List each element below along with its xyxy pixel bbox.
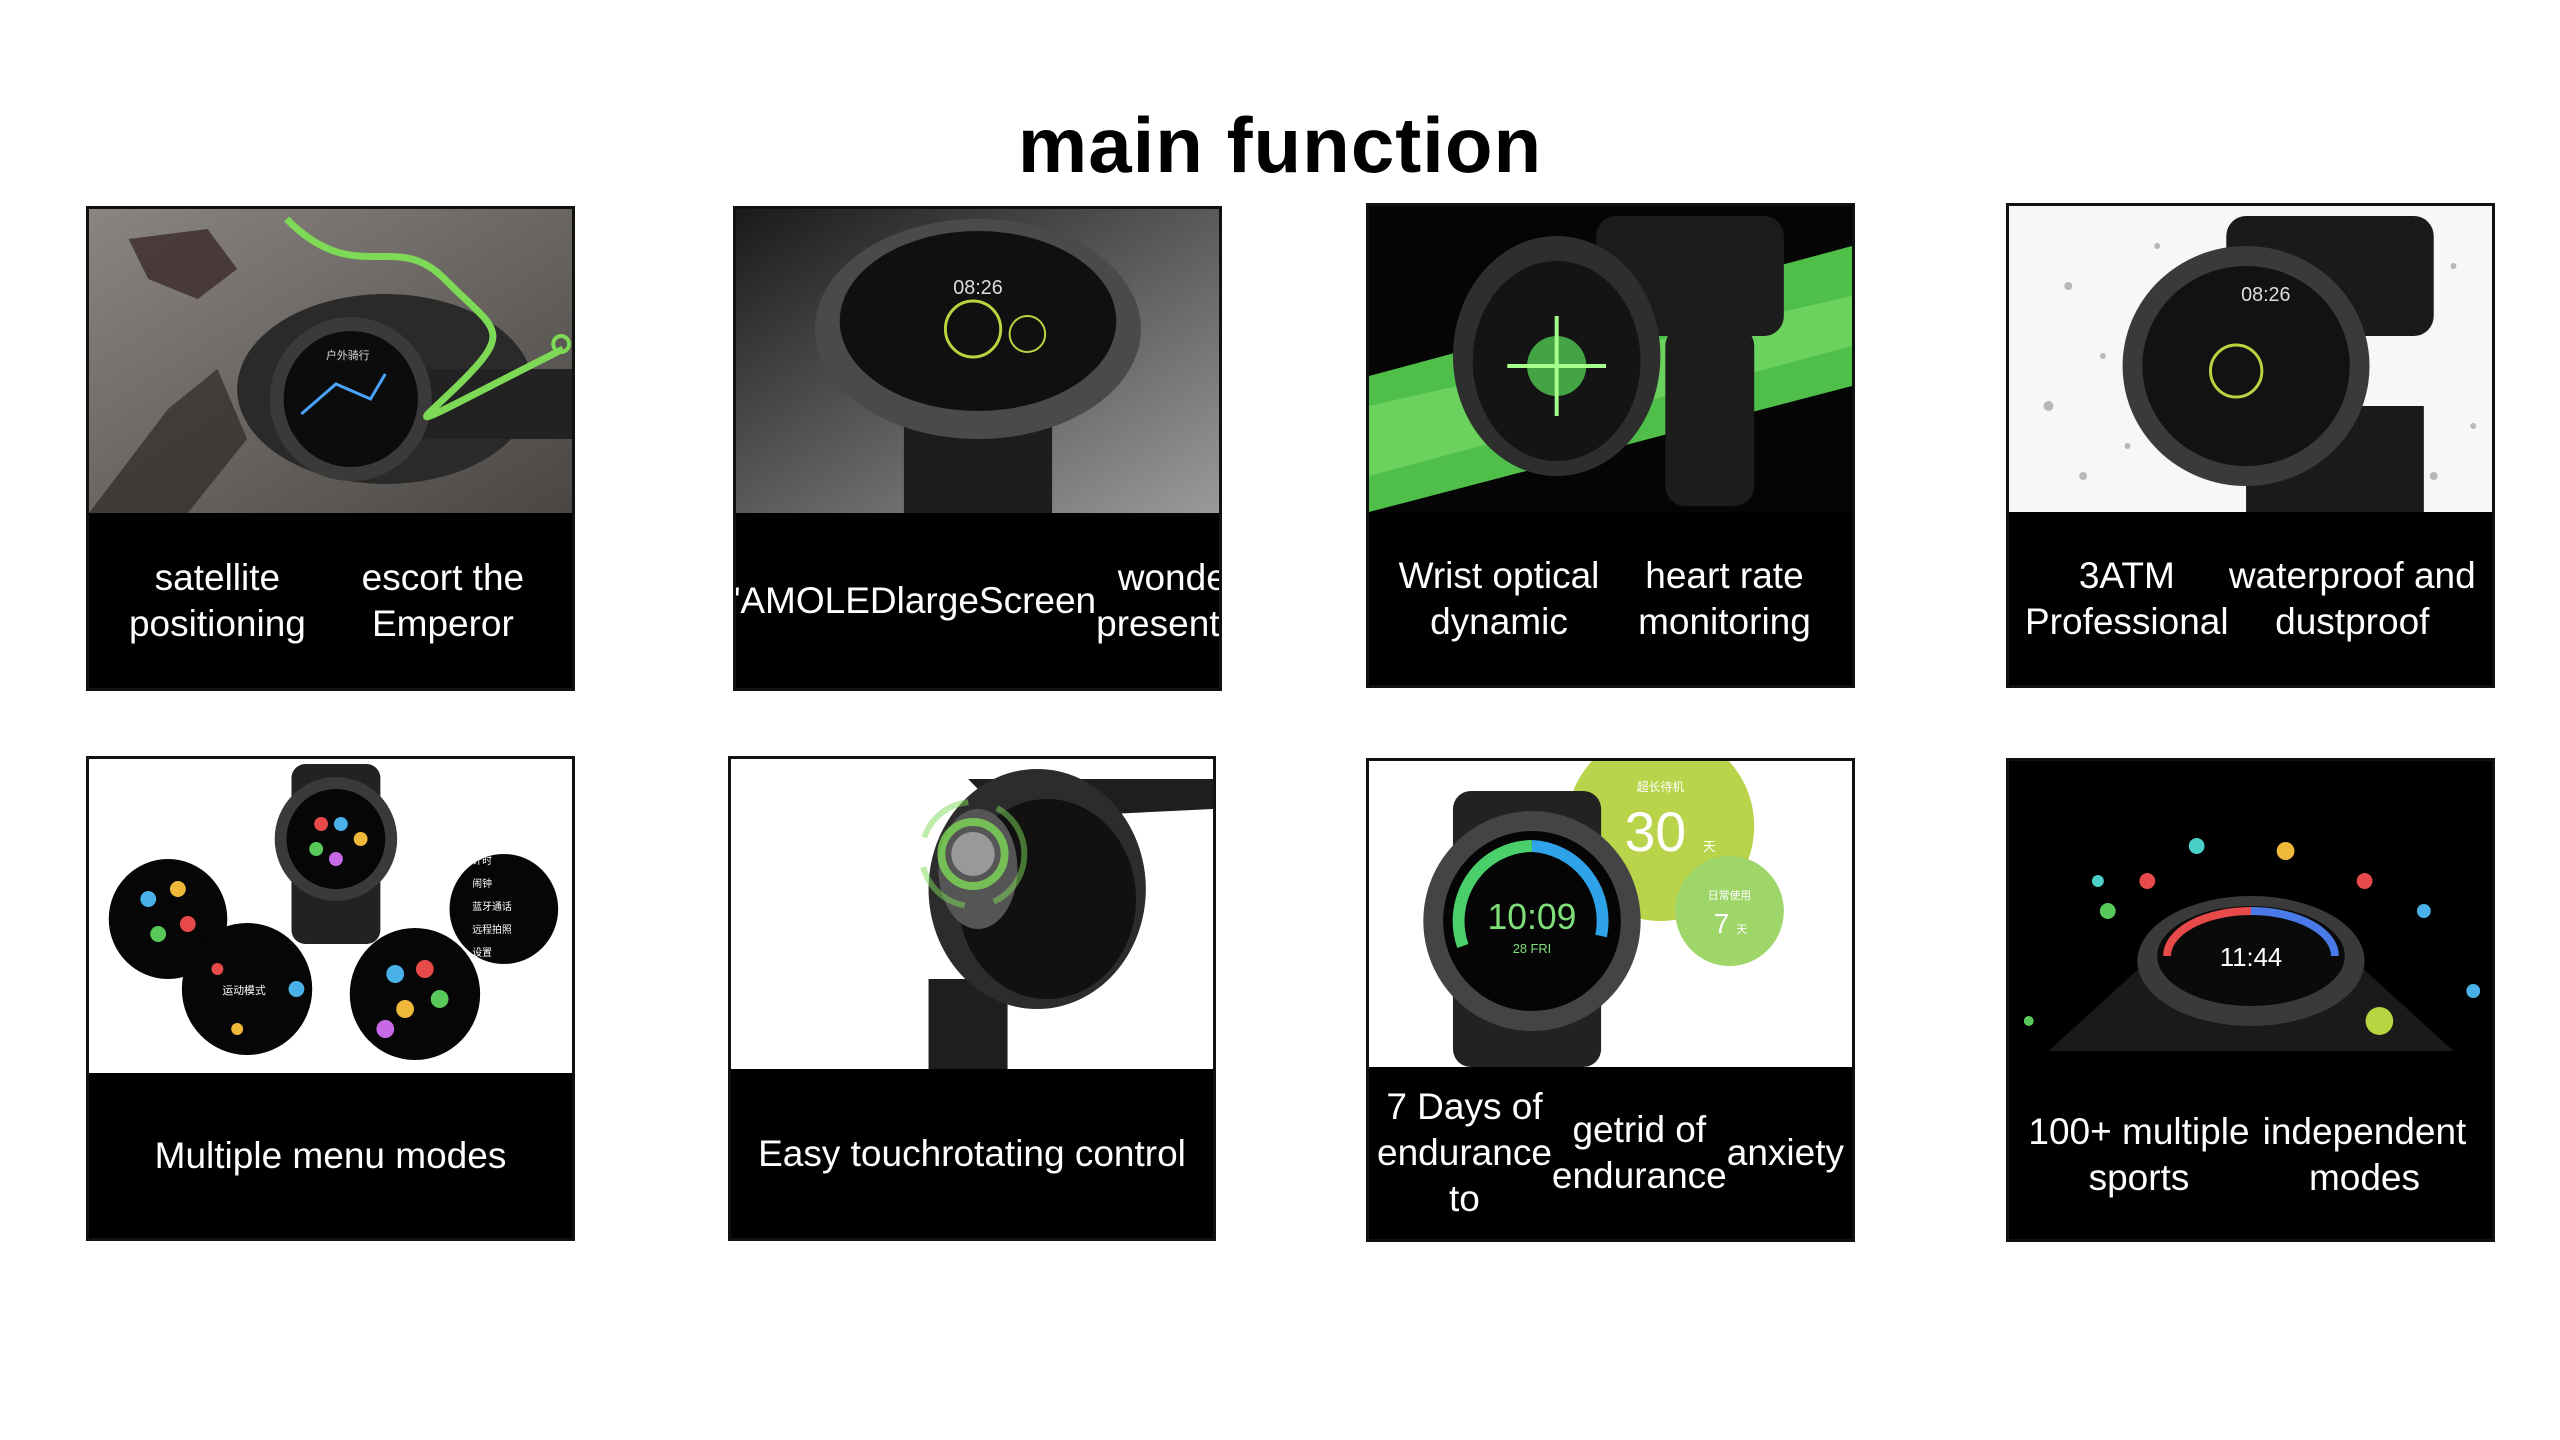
card-caption: Multiple menu modes <box>154 1134 507 1176</box>
menu-item: 远程拍照 <box>472 923 512 936</box>
card-satellite-positioning: 户外骑行 satellite positioning escort the Em… <box>86 206 575 691</box>
card-caption: 3ATM Professional waterproof and dustpro… <box>2025 554 2476 642</box>
card-image: 11:44 <box>2009 761 2492 1071</box>
card-caption: Wrist optical dynamic heart rate monitor… <box>1398 554 1811 642</box>
card-caption: satellite positioning escort the Emperor <box>128 556 525 644</box>
watch-screen-text: 户外骑行 <box>326 348 369 362</box>
card-waterproof: 08:26 3ATM Professional waterproof and d… <box>2006 203 2495 688</box>
page-title: main function <box>1017 101 1543 189</box>
card-image: 08:26 <box>736 209 1219 513</box>
badge-big-unit: 天 <box>1703 839 1716 854</box>
menu-item: 闹钟 <box>472 877 492 890</box>
menu-label: 运动模式 <box>222 984 265 997</box>
badge-small-label: 日常使用 <box>1708 889 1751 902</box>
card-image: 运动模式 计时 闹钟 蓝牙通话 远程拍照 设置 <box>89 759 572 1073</box>
card-endurance: 10:09 28 FRI 超长待机 30 天 日常使用 7 天 7 Days o… <box>1366 758 1855 1242</box>
card-image: 户外骑行 <box>89 209 572 513</box>
menu-item: 计时 <box>472 854 492 867</box>
watch-screen-time: 08:26 <box>953 277 1002 299</box>
badge-small-unit: 天 <box>1736 924 1747 936</box>
card-rotating-control: Easy touch rotating control <box>728 756 1216 1241</box>
menu-item: 蓝牙通话 <box>472 901 512 913</box>
menu-item: 设置 <box>472 947 492 959</box>
card-image <box>1369 206 1852 512</box>
card-menu-modes: 运动模式 计时 闹钟 蓝牙通话 远程拍照 设置 Multiple menu mo… <box>86 756 575 1241</box>
card-image <box>731 759 1213 1069</box>
card-caption: 7 Days of endurance to getrid of enduran… <box>1377 1086 1844 1219</box>
card-image: 10:09 28 FRI 超长待机 30 天 日常使用 7 天 <box>1369 761 1852 1067</box>
badge-big-label: 超长待机 <box>1637 780 1684 794</box>
card-caption: 100+ multiple sports independent modes <box>2028 1111 2467 1198</box>
card-caption: Easy touch rotating control <box>758 1132 1186 1174</box>
card-heart-rate: Wrist optical dynamic heart rate monitor… <box>1366 203 1855 688</box>
badge-big-value: 30 <box>1625 801 1687 863</box>
watch-screen-time: 08:26 <box>2241 284 2290 306</box>
badge-small-value: 7 <box>1714 908 1729 939</box>
card-caption: 1.43"AMOLEDlargeScreen wonderful present… <box>736 556 1220 644</box>
watch-time: 10:09 <box>1487 897 1576 937</box>
watch-time: 11:44 <box>2220 944 2282 972</box>
card-image: 08:26 <box>2009 206 2492 512</box>
card-sports-modes: 11:44 100+ multiple sports independent m… <box>2006 758 2495 1242</box>
card-amoled-screen: 08:26 1.43"AMOLEDlargeScreen wonderful p… <box>733 206 1222 691</box>
watch-date: 28 FRI <box>1513 941 1551 956</box>
